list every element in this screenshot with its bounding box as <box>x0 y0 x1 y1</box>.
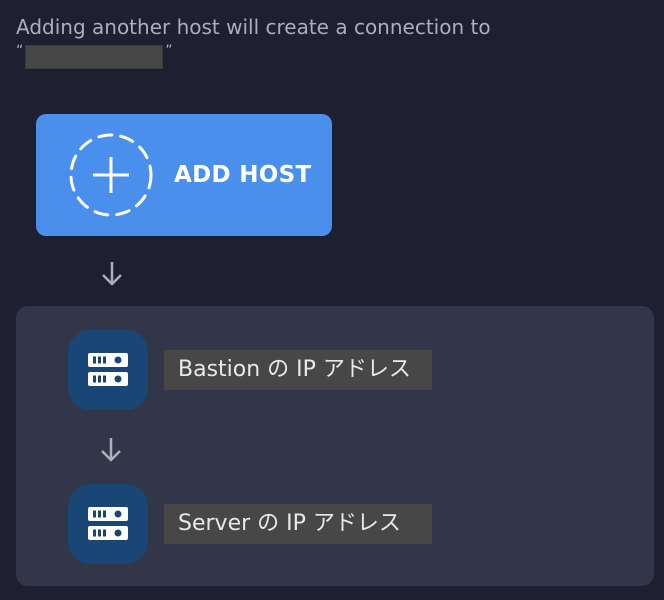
server-icon <box>68 330 148 410</box>
add-host-label: ADD HOST <box>174 162 312 188</box>
host-label-server[interactable]: Server の IP アドレス <box>164 504 432 544</box>
dashed-circle-plus-icon <box>66 130 156 220</box>
arrow-down-icon <box>97 258 127 288</box>
intro-line-1: Adding another host will create a connec… <box>16 15 491 39</box>
host-chain-panel: Bastion の IP アドレス Server の IP アドレス <box>16 306 654 586</box>
arrow-down-icon <box>96 434 126 464</box>
intro-text: Adding another host will create a connec… <box>16 12 636 72</box>
host-row-server[interactable]: Server の IP アドレス <box>68 484 432 564</box>
host-label-bastion[interactable]: Bastion の IP アドレス <box>164 350 432 390</box>
redacted-host-name <box>25 45 164 69</box>
host-row-bastion[interactable]: Bastion の IP アドレス <box>68 330 432 410</box>
open-quote: “ <box>16 43 24 59</box>
close-quote: ” <box>165 43 173 59</box>
intro-line-2: “ ” <box>16 42 636 72</box>
add-host-button[interactable]: ADD HOST <box>36 114 332 236</box>
server-icon <box>68 484 148 564</box>
